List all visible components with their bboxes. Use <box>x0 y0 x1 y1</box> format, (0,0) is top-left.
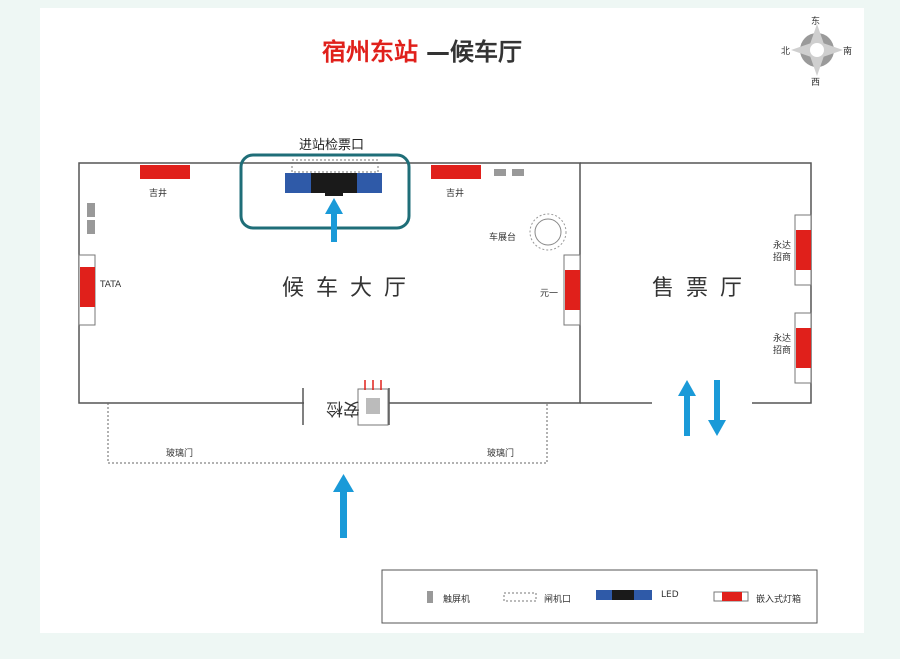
hall-name: —候车厅 <box>426 38 522 66</box>
touch-screen-icon <box>87 169 524 234</box>
map-sheet <box>40 8 864 633</box>
arrow-up-icon <box>325 198 343 242</box>
map-title: 宿州东站 —候车厅 <box>322 32 522 67</box>
lightbox-yongda-2 <box>796 328 811 368</box>
lightbox-yuanyi <box>565 270 580 310</box>
security-check-label: 安检 <box>326 398 360 418</box>
security-device-icon <box>357 380 389 426</box>
waiting-hall-walls <box>78 162 581 425</box>
compass-west: 西 <box>811 78 821 88</box>
tenant-tata: TATA <box>100 280 122 290</box>
entrance-gates-label: 进站检票口 <box>299 138 365 153</box>
legend-lightbox-label: 嵌入式灯箱 <box>756 595 802 605</box>
tenant-jijing-right: 吉井 <box>446 189 465 199</box>
tenant-yongda-1: 永达 招商 <box>773 241 792 263</box>
glass-door-right: 玻璃门 <box>487 449 515 459</box>
glass-door-left: 玻璃门 <box>166 449 194 459</box>
car-display-icon <box>529 213 567 251</box>
compass-east: 东 <box>811 17 821 27</box>
lightbox-tata <box>80 267 95 307</box>
station-name: 宿州东站 <box>322 38 418 66</box>
legend-touch-screen-label: 触屏机 <box>443 595 471 605</box>
compass-icon <box>791 24 843 76</box>
glass-vestibule <box>107 403 548 464</box>
car-display-label: 车展台 <box>489 233 517 243</box>
legend-lightbox-icon <box>713 591 749 602</box>
waiting-hall-label: 候车大厅 <box>282 276 419 301</box>
legend-gate-label: 闸机口 <box>544 595 572 605</box>
entrance-highlight <box>239 153 411 230</box>
arrow-up-icon <box>678 380 696 436</box>
compass-north: 北 <box>781 47 791 57</box>
legend-gate-icon <box>503 592 537 602</box>
tenant-yongda-2: 永达 招商 <box>773 334 792 356</box>
legend-led-icon <box>596 590 652 600</box>
compass-south: 南 <box>843 47 853 57</box>
lightbox-yongda-1 <box>796 230 811 270</box>
arrow-up-icon <box>333 474 354 538</box>
ticket-hall-label: 售票厅 <box>652 276 755 301</box>
entrance-gates <box>285 159 382 196</box>
lightbox-jijing-right <box>431 165 481 179</box>
lightbox-jijing-left <box>140 165 190 179</box>
legend-touch-screen-icon <box>427 591 433 603</box>
arrow-down-icon <box>708 380 726 436</box>
tenant-jijing-left: 吉井 <box>149 189 168 199</box>
tenant-yuanyi: 元一 <box>540 289 559 299</box>
legend-led-label: LED <box>661 590 679 600</box>
